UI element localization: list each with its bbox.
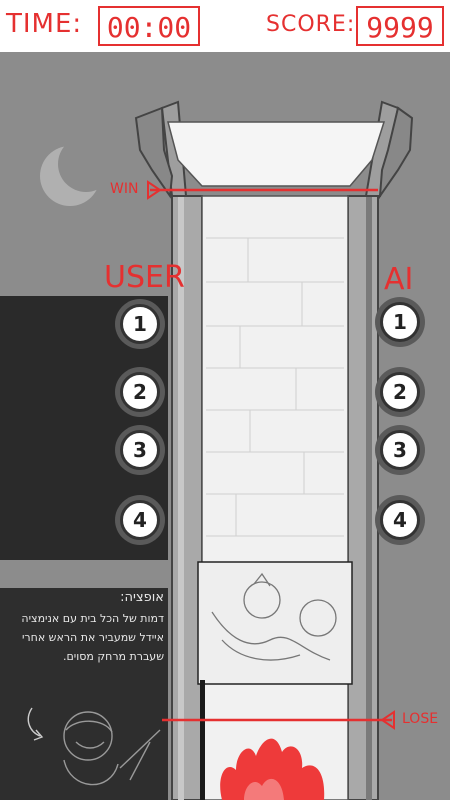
ai-button-1[interactable]: 1 [380, 302, 420, 342]
user-button-1[interactable]: 1 [120, 304, 160, 344]
score-display: 9999 [356, 6, 444, 46]
user-button-3[interactable]: 3 [120, 430, 160, 470]
rope [200, 680, 205, 800]
fire-icon [220, 738, 325, 800]
ai-button-3[interactable]: 3 [380, 430, 420, 470]
lose-label: LOSE [402, 711, 439, 727]
user-label: USER [104, 260, 185, 295]
ai-label: AI [384, 262, 414, 297]
ai-button-4[interactable]: 4 [380, 500, 420, 540]
design-note: אופציה: דמות של הכל בית עם אנימציה איידל… [14, 588, 164, 666]
lose-line [162, 710, 395, 730]
tower [134, 100, 414, 800]
score-label: SCORE: [266, 12, 356, 37]
note-panel [0, 588, 168, 800]
design-note-title: אופציה: [120, 590, 164, 605]
player-cage [197, 561, 353, 685]
win-label: WIN [110, 181, 139, 197]
design-note-body: דמות של הכל בית עם אנימציה איידל שמעביר … [21, 612, 164, 663]
ai-button-2[interactable]: 2 [380, 372, 420, 412]
win-line [147, 180, 378, 200]
time-label: TIME: [6, 9, 83, 39]
user-button-4[interactable]: 4 [120, 500, 160, 540]
character-sketch [27, 707, 161, 786]
moon-icon [40, 136, 114, 206]
user-button-2[interactable]: 2 [120, 372, 160, 412]
top-hud: TIME: 00:00 SCORE: 9999 [0, 0, 450, 52]
time-display: 00:00 [98, 6, 200, 46]
